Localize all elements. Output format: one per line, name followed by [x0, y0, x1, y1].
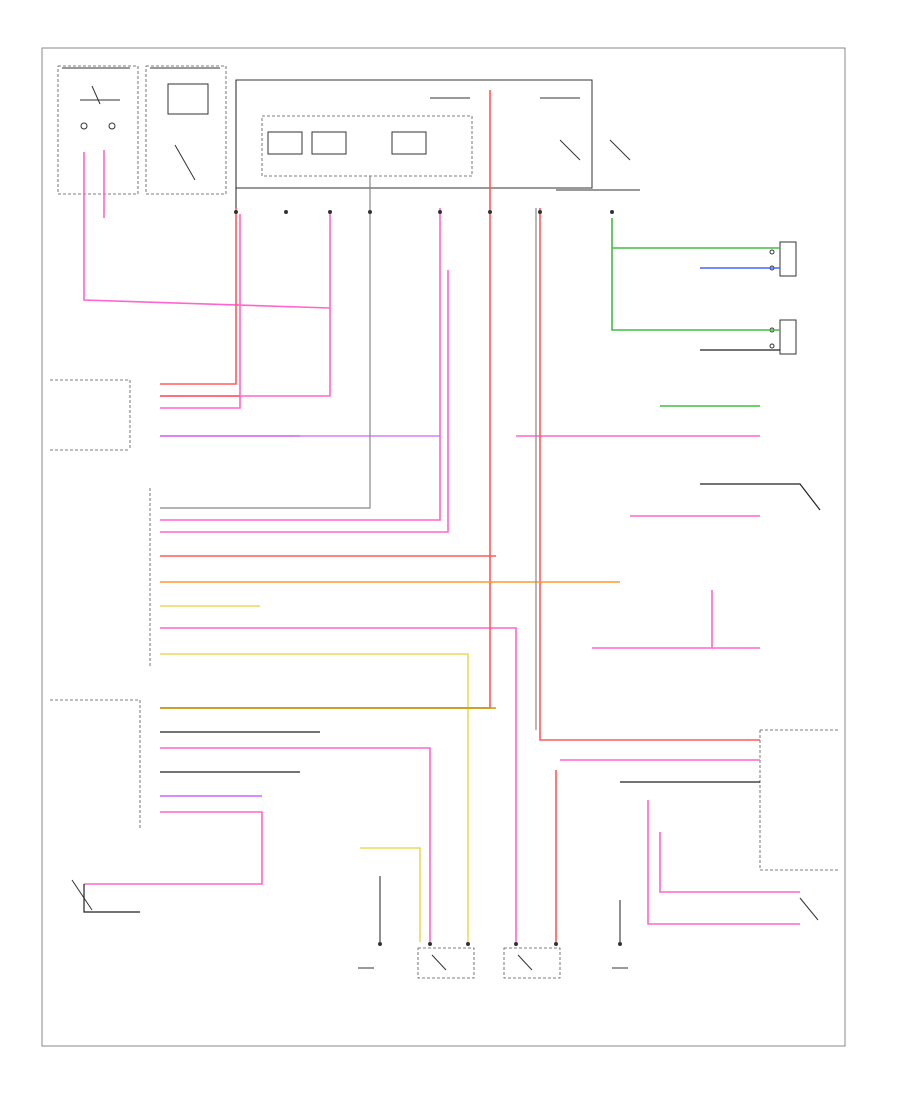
power-distribution-block — [235, 79, 640, 191]
wire-pink-right-7 — [659, 832, 800, 893]
wire-pink-lower-1 — [160, 747, 431, 942]
wire-pink-center-1 — [160, 208, 441, 521]
wire-pink-right-3 — [592, 590, 713, 649]
wire-pink-left-1 — [83, 152, 331, 309]
wire-pink-sensor-2 — [160, 214, 241, 409]
right-connector-blocks — [769, 241, 797, 355]
wire-red-3 — [539, 208, 760, 741]
wire-green-1 — [611, 218, 780, 331]
wire-pink-fwd — [160, 627, 517, 942]
wire-black-2 — [700, 483, 821, 511]
left-module-outline — [50, 379, 151, 830]
lower-right-module-outline — [759, 729, 840, 871]
wire-black-6 — [83, 884, 140, 913]
diagram-border — [41, 47, 846, 1047]
wire-layer — [83, 80, 821, 946]
wire-yellow-3 — [360, 847, 421, 942]
bottom-switches — [71, 879, 819, 979]
wire-red-1 — [160, 208, 237, 385]
wire-pink-lower-2 — [84, 811, 263, 885]
wire-pink-center-2 — [160, 270, 449, 533]
wire-yellow-2 — [160, 653, 469, 942]
wire-gray-2 — [160, 176, 371, 509]
top-left-relay-block — [57, 65, 227, 195]
wire-pink-right-6 — [647, 800, 800, 925]
